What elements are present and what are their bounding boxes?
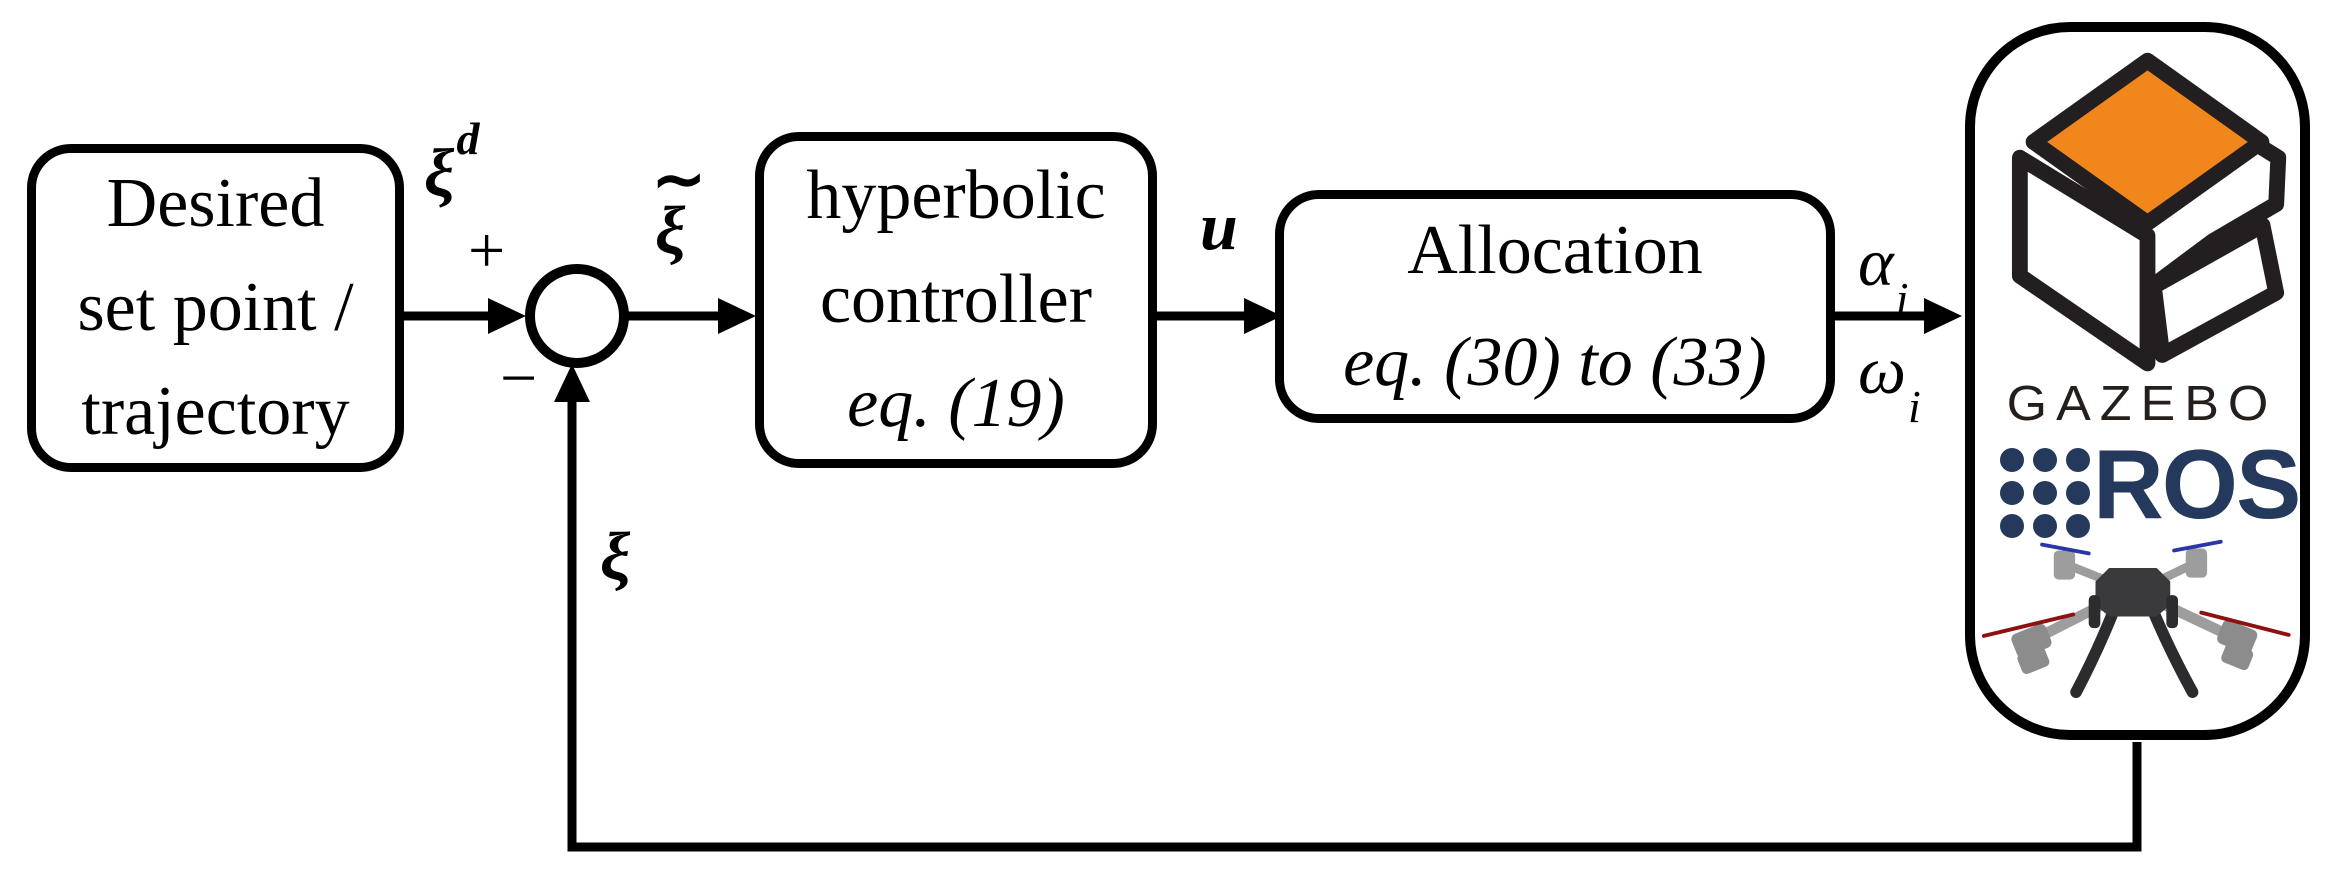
desired-line-1: Desired: [106, 165, 325, 242]
allocation-block: Allocation eq. (30) to (33): [1275, 190, 1835, 423]
minus-sign: −: [500, 342, 538, 415]
actuation-arrow: [1835, 298, 1962, 334]
controller-line-1: hyperbolic: [806, 157, 1106, 234]
ros-dots-icon: [2000, 448, 2090, 538]
ros-wordmark: ROS: [2093, 429, 2301, 539]
feedback-signal-label: ξ: [600, 518, 631, 594]
omega-signal-label: ωi: [1858, 332, 1921, 432]
desired-line-3: trajectory: [81, 373, 350, 450]
gazebo-ros-plant-block: GAZEBO ROS: [1965, 22, 2310, 740]
controller-equation: eq. (19): [847, 365, 1065, 442]
feedback-path: [554, 364, 2142, 852]
control-signal-label: u: [1200, 188, 1238, 264]
controller-line-2: controller: [819, 261, 1093, 338]
hyperbolic-controller-block: hyperbolic controller eq. (19): [755, 132, 1157, 468]
gazebo-wordmark: GAZEBO: [2006, 376, 2278, 432]
reference-signal-label: ξd: [424, 113, 480, 211]
control-arrow: [1156, 298, 1282, 334]
error-signal-label: ξ: [655, 192, 686, 268]
reference-arrow: [403, 298, 526, 334]
error-signal-tilde: ∼: [652, 144, 706, 215]
allocation-line-1: Allocation: [1407, 211, 1703, 289]
gazebo-logo-icon: [2011, 52, 2287, 372]
feedback-arrowhead: [554, 364, 590, 402]
desired-setpoint-block: Desired set point / trajectory: [27, 144, 404, 472]
allocation-equation: eq. (30) to (33): [1343, 323, 1767, 401]
quadcopter-icon: [1981, 539, 2291, 699]
plus-sign: +: [468, 214, 506, 287]
desired-line-2: set point /: [77, 269, 354, 346]
alpha-signal-label: αi: [1858, 224, 1909, 324]
summing-junction: [525, 264, 629, 368]
ros-logo: ROS: [1999, 429, 2301, 544]
error-arrow: [624, 298, 756, 334]
